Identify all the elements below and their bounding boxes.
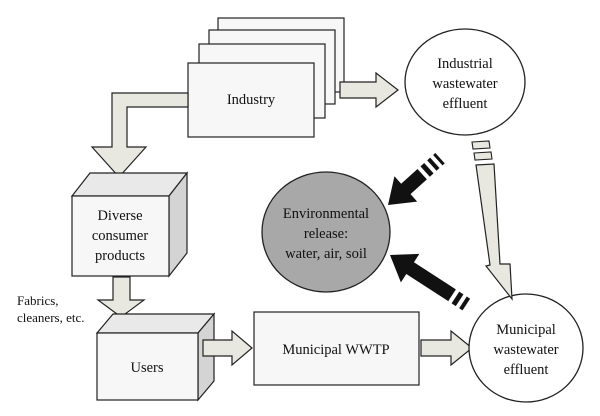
arrow-consumer-products-to-users <box>96 276 146 318</box>
consumer-products-line-1: Diverse <box>97 208 142 224</box>
annotation-line-2: cleaners, etc. <box>17 310 84 325</box>
environmental-release-line-3: water, air, soil <box>285 246 367 262</box>
release-arrow-stripe-1 <box>451 291 464 307</box>
municipal-wwtp-label: Municipal WWTP <box>282 342 389 358</box>
industry-box <box>187 62 315 138</box>
users-label: Users <box>130 360 163 376</box>
release-arrow-head <box>390 253 456 302</box>
consumer-products-line-3: products <box>95 248 145 264</box>
product-examples-annotation: Fabrics, cleaners, etc. <box>17 293 84 325</box>
municipal-effluent-line-1: Municipal <box>496 322 556 338</box>
consumer-products-box-front <box>71 195 170 277</box>
release-arrow-head <box>388 169 427 205</box>
industrial-effluent-circle <box>404 28 526 136</box>
municipal-wwtp-node: Municipal WWTP <box>253 311 420 386</box>
arrow-body <box>475 163 513 301</box>
industrial-effluent-line-1: Industrial <box>437 56 493 72</box>
users-box-top <box>95 313 216 334</box>
environmental-release-line-1: Environmental <box>283 206 369 222</box>
arrow-wwtp-to-municipal-effluent <box>420 329 473 367</box>
release-arrow-stripe-1 <box>420 162 434 177</box>
users-box-front <box>96 332 199 401</box>
release-arrow-industrial <box>388 152 445 205</box>
release-arrow-stripe-2 <box>427 157 440 171</box>
municipal-effluent-circle <box>468 293 584 403</box>
arrow-industry-to-industrial-effluent <box>339 71 399 109</box>
segment-2 <box>473 151 493 161</box>
municipal-effluent-line-3: effluent <box>504 362 549 378</box>
release-arrow-municipal <box>390 253 471 311</box>
industry-label: Industry <box>227 92 276 108</box>
environmental-release-circle <box>261 171 391 293</box>
release-arrow-stripe-2 <box>459 296 471 311</box>
industry-node: Industry <box>187 17 345 138</box>
municipal-wwtp-box <box>253 311 420 386</box>
industrial-effluent-line-3: effluent <box>443 96 488 112</box>
segment-1 <box>471 140 491 150</box>
consumer-products-box-top <box>70 172 189 197</box>
users-node: Users <box>95 312 216 402</box>
municipal-effluent-line-2: wastewater <box>493 342 558 358</box>
environmental-release-node: Environmental release: water, air, soil <box>261 171 391 293</box>
consumer-products-line-2: consumer <box>92 228 149 244</box>
industrial-effluent-node: Industrial wastewater effluent <box>404 28 526 136</box>
release-arrow-stripe-3 <box>433 152 445 166</box>
municipal-effluent-node: Municipal wastewater effluent <box>468 293 584 403</box>
environmental-release-line-2: release: <box>304 226 348 242</box>
arrow-industry-to-consumer-products <box>90 92 189 178</box>
annotation-line-1: Fabrics, <box>17 293 59 308</box>
consumer-products-node: Diverse consumer products <box>70 171 189 278</box>
industrial-effluent-line-2: wastewater <box>432 76 497 92</box>
arrow-industrial-to-municipal-effluent <box>471 140 513 301</box>
arrow-users-to-wwtp <box>202 329 253 367</box>
